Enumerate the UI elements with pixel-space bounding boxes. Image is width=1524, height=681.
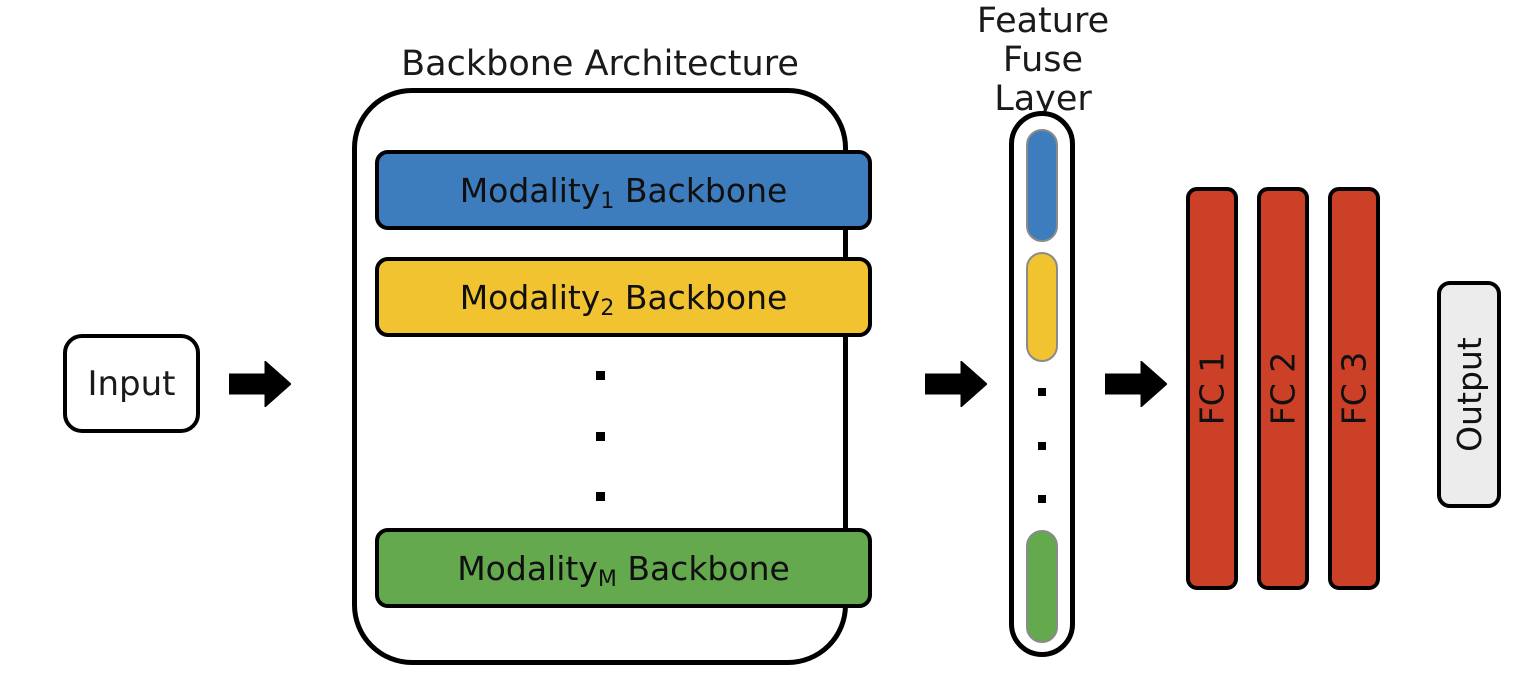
modality-block-2: Modality2 Backbone bbox=[375, 257, 872, 337]
ellipsis-dot bbox=[595, 492, 605, 501]
fc-block-1-label: FC 1 bbox=[1192, 351, 1232, 426]
fc-block-3-label: FC 3 bbox=[1334, 351, 1374, 426]
modality-block-1-label: Modality1 Backbone bbox=[459, 170, 788, 214]
backbone-architecture-container: Modality1 Backbone Modality2 Backbone Mo… bbox=[352, 88, 872, 665]
fuse-pill-modality-1 bbox=[1026, 129, 1058, 242]
input-label: Input bbox=[87, 363, 176, 404]
arrow-fuse-to-fc bbox=[1104, 359, 1168, 409]
feature-fuse-layer-title: Feature Fuse Layer bbox=[976, 1, 1110, 120]
fuse-layer-ellipsis bbox=[1014, 388, 1070, 503]
ellipsis-dot bbox=[1038, 441, 1046, 450]
feature-fuse-layer-container bbox=[1009, 111, 1075, 657]
modality-block-m-label: ModalityM Backbone bbox=[457, 548, 790, 592]
backbone-ellipsis bbox=[357, 371, 843, 501]
ellipsis-dot bbox=[1038, 495, 1046, 503]
fc-block-1: FC 1 bbox=[1186, 187, 1238, 590]
fc-block-2-label: FC 2 bbox=[1263, 351, 1303, 426]
input-box: Input bbox=[63, 334, 200, 433]
arrow-input-to-backbone bbox=[228, 359, 292, 409]
output-box: Output bbox=[1437, 281, 1501, 508]
fc-block-2: FC 2 bbox=[1257, 187, 1309, 590]
output-label: Output bbox=[1449, 337, 1489, 452]
arrow-backbone-to-fuse bbox=[924, 359, 988, 409]
modality-block-m: ModalityM Backbone bbox=[375, 528, 872, 608]
modality-block-1: Modality1 Backbone bbox=[375, 150, 872, 230]
ellipsis-dot bbox=[595, 431, 605, 441]
backbone-architecture-title: Backbone Architecture bbox=[401, 44, 799, 84]
fuse-pill-modality-m bbox=[1026, 530, 1058, 643]
ellipsis-dot bbox=[1038, 388, 1046, 396]
fc-block-3: FC 3 bbox=[1328, 187, 1380, 590]
ellipsis-dot bbox=[595, 371, 605, 380]
modality-block-2-label: Modality2 Backbone bbox=[459, 277, 788, 321]
fuse-pill-modality-2 bbox=[1026, 252, 1058, 362]
